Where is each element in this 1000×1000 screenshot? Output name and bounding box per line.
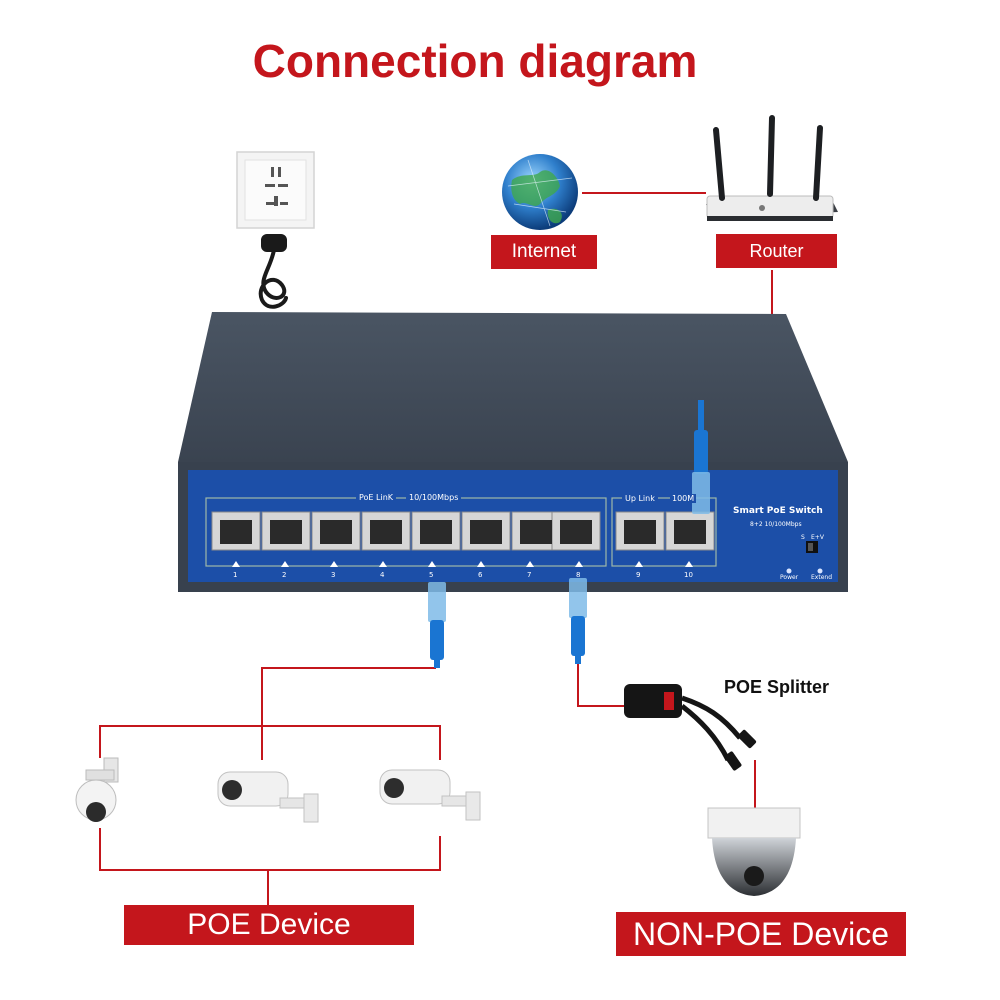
internet-globe-icon — [502, 154, 578, 230]
port-number: 2 — [282, 571, 287, 579]
power-led-label: Power — [780, 574, 799, 581]
ethernet-cable-port5 — [428, 582, 446, 668]
splitter-line — [577, 662, 625, 707]
internet-label: Internet — [491, 235, 597, 269]
port-number: 10 — [684, 571, 693, 579]
port-number: 3 — [331, 571, 336, 579]
router-icon — [706, 115, 838, 221]
poe-devices-top-line — [99, 725, 441, 760]
port-number: 9 — [636, 571, 641, 579]
ptz-camera-icon — [75, 757, 119, 822]
poe-devices-bottom-line — [99, 828, 441, 871]
extend-led-label: Extend — [811, 574, 832, 581]
product-spec-label: 8+2 10/100Mbps — [750, 521, 802, 528]
ethernet-cable-port8 — [569, 578, 587, 664]
dip-ev-label: E+V — [811, 534, 824, 541]
bullet-camera-icon — [379, 769, 481, 821]
rj45-ports — [211, 511, 715, 551]
port-number: 8 — [576, 571, 581, 579]
port-number: 7 — [527, 571, 532, 579]
port-number: 6 — [478, 571, 483, 579]
wall-socket-icon — [236, 151, 315, 229]
poe-splitter-label: POE Splitter — [724, 677, 830, 697]
product-name-label: Smart PoE Switch — [733, 506, 823, 516]
port-number: 1 — [233, 571, 238, 579]
dip-s-label: S — [801, 534, 805, 541]
poe-devices-bus-line — [261, 667, 436, 760]
port-number: 5 — [429, 571, 434, 579]
port-number: 4 — [380, 571, 385, 579]
page-title: Connection diagram — [252, 35, 698, 87]
power-cord-icon — [258, 234, 288, 309]
ethernet-cable-uplink — [692, 400, 710, 514]
poe-device-label: POE Device — [124, 905, 414, 945]
non-poe-device-label: NON-POE Device — [616, 912, 906, 956]
bullet-camera-icon — [217, 771, 319, 823]
poe-link-label: PoE LinK — [356, 493, 397, 502]
router-label: Router — [716, 234, 837, 268]
poe-splitter-icon — [624, 684, 757, 771]
dome-camera-icon — [707, 807, 801, 896]
uplink-label: Up Link — [622, 494, 658, 503]
port-speed-label: 10/100Mbps — [406, 493, 462, 502]
uplink-speed-label: 100M — [670, 494, 697, 503]
